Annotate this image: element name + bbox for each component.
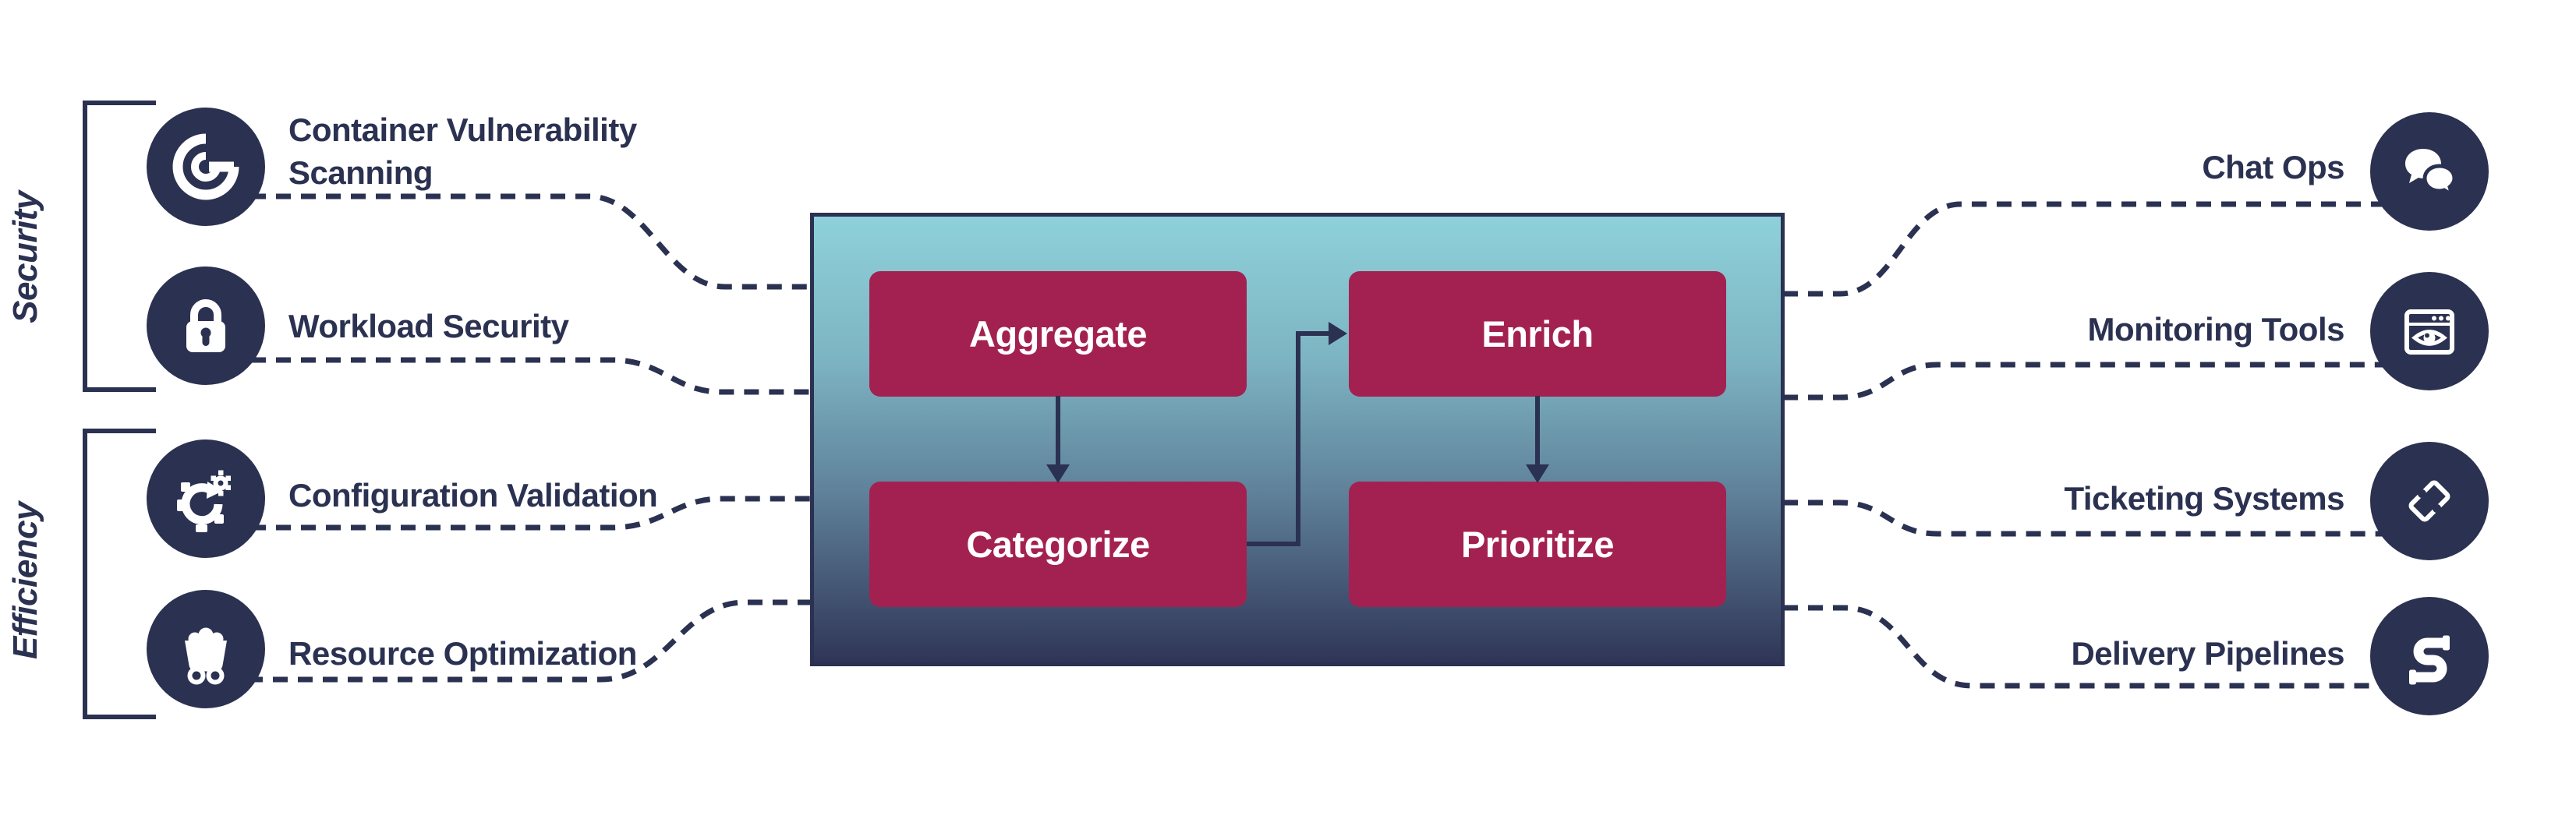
left-item-circle (147, 108, 265, 226)
security-bracket (83, 101, 156, 392)
process-step-categorize: Categorize (869, 482, 1247, 607)
right-item-circle (2370, 597, 2489, 715)
right-item-label-delivery-pipelines: Delivery Pipelines (2071, 635, 2344, 672)
left-item-label-container-vulnerability-scanning: Container Vulnerability Scanning (288, 111, 637, 191)
left-item-circle (147, 590, 265, 708)
section-label-security: Security (6, 191, 44, 323)
left-item-circle (147, 439, 265, 558)
padlock-icon (186, 299, 225, 352)
ticket-icon (2408, 480, 2450, 522)
right-item-circle (2370, 442, 2489, 560)
left-item-label-workload-security: Workload Security (288, 308, 569, 344)
right-item-circle (2370, 112, 2489, 231)
right-dashed-connectors (1783, 201, 2389, 689)
mine-cart-icon (185, 627, 227, 685)
process-step-enrich: Enrich (1349, 271, 1726, 397)
process-step-label: Enrich (1481, 313, 1594, 355)
process-step-label: Categorize (966, 524, 1150, 565)
gear-sync-icon (177, 470, 231, 532)
efficiency-bracket (83, 429, 156, 719)
process-step-label: Aggregate (969, 313, 1147, 355)
process-step-label: Prioritize (1460, 524, 1615, 565)
process-step-aggregate: Aggregate (869, 271, 1247, 397)
scan-target-icon (172, 133, 239, 200)
chat-bubbles-icon (2405, 149, 2457, 199)
right-item-circle (2370, 272, 2489, 390)
right-item-label-chat-ops: Chat Ops (2202, 149, 2344, 185)
left-item-label-resource-optimization: Resource Optimization (288, 635, 637, 672)
pipe-s-icon (2409, 635, 2450, 685)
monitor-eye-icon (2404, 309, 2454, 355)
right-item-label-ticketing-systems: Ticketing Systems (2064, 480, 2344, 517)
left-item-label-configuration-validation: Configuration Validation (288, 477, 658, 514)
section-label-efficiency: Efficiency (6, 501, 44, 660)
left-item-circle (147, 267, 265, 385)
left-dashed-connectors (248, 193, 812, 683)
process-step-prioritize: Prioritize (1349, 482, 1726, 607)
right-item-label-monitoring-tools: Monitoring Tools (2087, 311, 2345, 348)
process-panel: Aggregate Enrich Categorize Prioritize (810, 213, 1785, 666)
